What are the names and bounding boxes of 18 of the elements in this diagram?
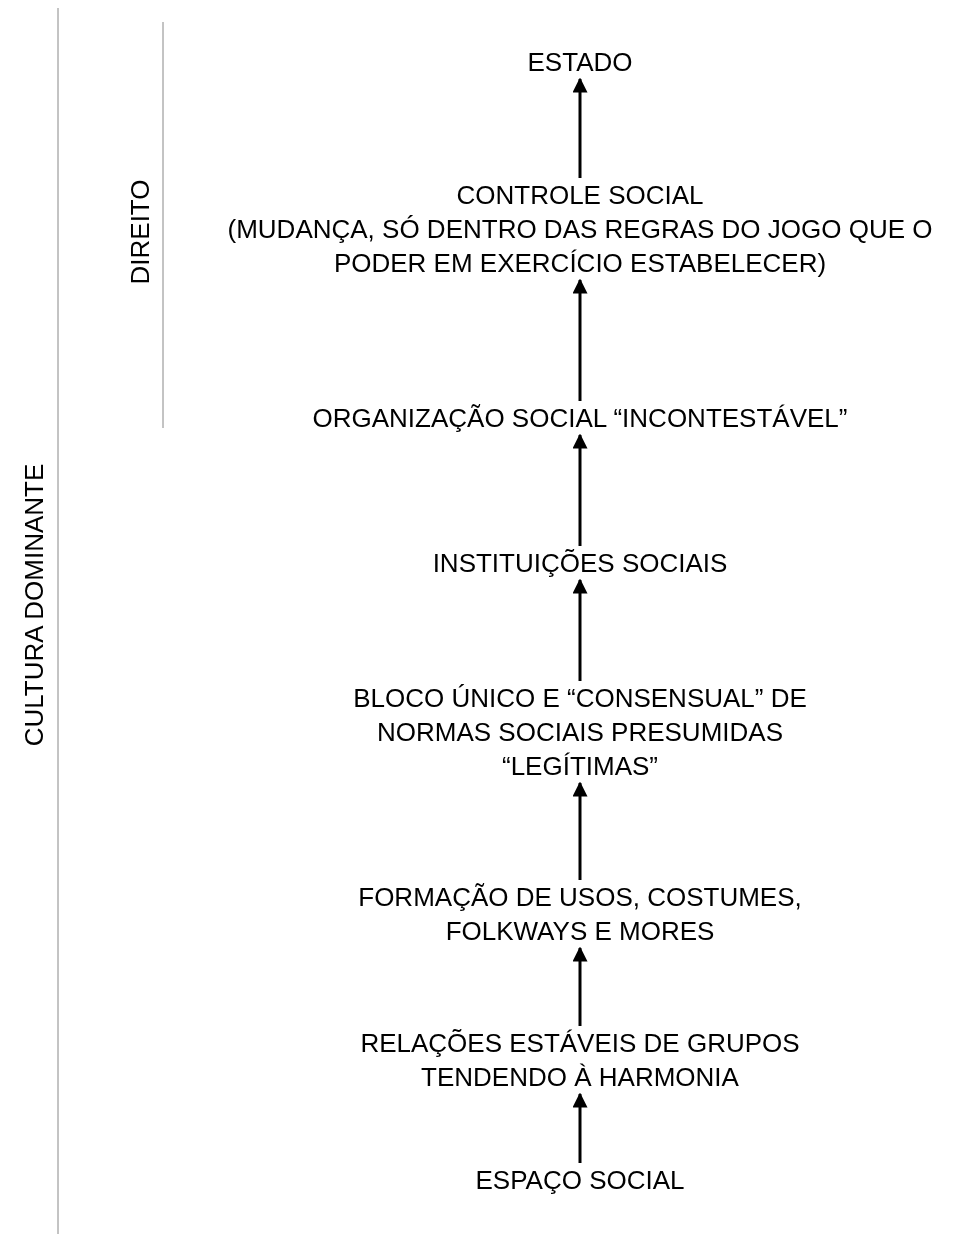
arrow <box>572 781 588 880</box>
arrow <box>572 578 588 681</box>
node-text: FORMAÇÃO DE USOS, COSTUMES, FOLKWAYS E MORES <box>357 881 803 948</box>
arrow <box>572 278 588 401</box>
arrow <box>572 77 588 178</box>
arrow <box>572 433 588 546</box>
node-text: INSTITUIÇÕES SOCIAIS <box>432 547 728 580</box>
node-text: BLOCO ÚNICO E “CONSENSUAL” DE NORMAS SOCIAIS PRESUMIDAS “LEGÍTIMAS” <box>352 682 808 783</box>
vertical-label: CULTURA DOMINANTE <box>19 463 49 747</box>
vertical-label: DIREITO <box>125 179 155 285</box>
node-text: ESPAÇO SOCIAL <box>475 1164 685 1197</box>
node-text: (MUDANÇA, SÓ DENTRO DAS REGRAS DO JOGO QUE O PODER EM EXERCÍCIO ESTABELECER) <box>226 213 934 280</box>
arrow <box>572 1092 588 1163</box>
node-text: ESTADO <box>527 46 633 79</box>
node-text: RELAÇÕES ESTÁVEIS DE GRUPOS TENDENDO À HARMONIA <box>359 1027 801 1094</box>
node-text: ORGANIZAÇÃO SOCIAL “INCONTESTÁVEL” <box>312 402 848 435</box>
arrow <box>572 946 588 1026</box>
node-text: CONTROLE SOCIAL <box>456 179 704 212</box>
